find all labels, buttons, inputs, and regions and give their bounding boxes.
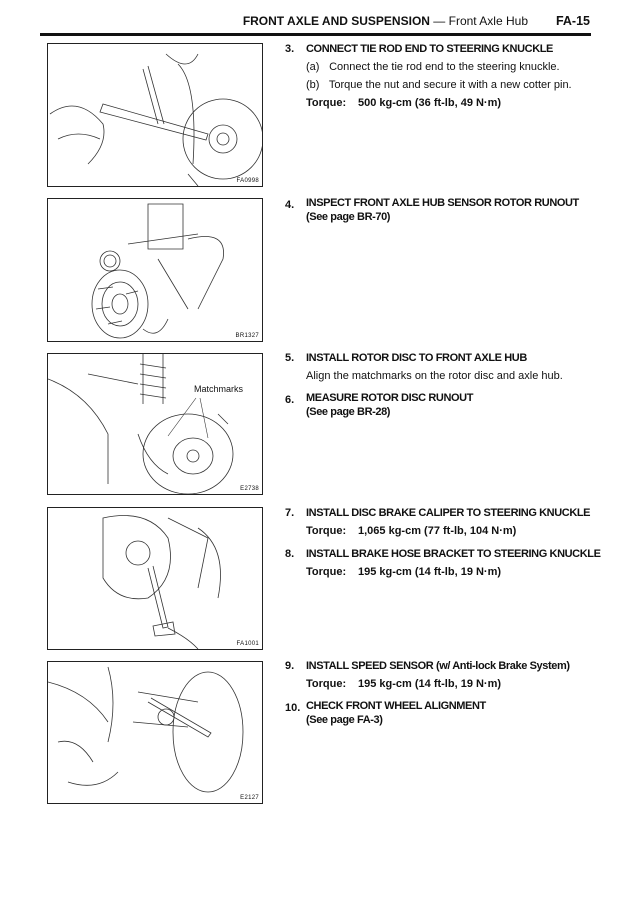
step-title: CHECK FRONT WHEEL ALIGNMENT <box>306 700 486 712</box>
step-title: INSTALL DISC BRAKE CALIPER TO STEERING K… <box>306 507 591 519</box>
header-title: FRONT AXLE AND SUSPENSION — Front Axle H… <box>242 14 528 28</box>
torque-spec: Torque:1,065 kg-cm (77 ft-lb, 104 N·m) <box>306 525 517 537</box>
tie-rod-illustration <box>49 53 262 186</box>
figure-code: BR1327 <box>235 333 259 339</box>
figure-code: FA1001 <box>236 641 259 647</box>
step-title: CONNECT TIE ROD END TO STEERING KNUCKLE <box>306 43 553 55</box>
torque-spec: Torque:195 kg-cm (14 ft-lb, 19 N·m) <box>306 566 502 578</box>
figure-matchmarks: Matchmarks E2738 <box>47 353 263 495</box>
sensor-rotor-illustration <box>91 203 224 339</box>
step-text: Align the matchmarks on the rotor disc a… <box>306 370 563 382</box>
step-3: 3. CONNECT TIE ROD END TO STEERING KNUCK… <box>285 40 635 112</box>
torque-spec: Torque:195 kg-cm (14 ft-lb, 19 N·m) <box>306 678 502 690</box>
step-title: INSTALL SPEED SENSOR (w/ Anti-lock Brake… <box>306 660 570 672</box>
step-10: 10. CHECK FRONT WHEEL ALIGNMENT (See pag… <box>285 699 635 727</box>
figure-code: E2738 <box>240 486 259 492</box>
step-title: MEASURE ROTOR DISC RUNOUT <box>306 392 474 404</box>
step-9: 9. INSTALL SPEED SENSOR (w/ Anti-lock Br… <box>285 657 635 693</box>
step-6: 6. MEASURE ROTOR DISC RUNOUT (See page B… <box>285 391 635 419</box>
step-reference: (See page BR-28) <box>306 406 391 418</box>
substep-a: (a) Connect the tie rod end to the steer… <box>306 61 560 73</box>
step-5: 5. INSTALL ROTOR DISC TO FRONT AXLE HUB … <box>285 349 635 385</box>
step-reference: (See page BR-70) <box>306 211 391 223</box>
header-rule <box>40 33 591 36</box>
figure-code: FA0998 <box>236 178 259 184</box>
step-title: INSTALL BRAKE HOSE BRACKET TO STEERING K… <box>306 548 601 560</box>
step-reference: (See page FA-3) <box>306 714 383 726</box>
figure-code: E2127 <box>240 795 259 801</box>
page-header: FRONT AXLE AND SUSPENSION — Front Axle H… <box>40 10 590 32</box>
step-4: 4. INSPECT FRONT AXLE HUB SENSOR ROTOR R… <box>285 196 635 224</box>
torque-spec: Torque:500 kg-cm (36 ft-lb, 49 N·m) <box>306 97 502 109</box>
figure-tie-rod: FA0998 <box>47 43 263 187</box>
rotor-disc-illustration <box>48 354 234 494</box>
figure-speed-sensor: E2127 <box>47 661 263 804</box>
step-title: INSPECT FRONT AXLE HUB SENSOR ROTOR RUNO… <box>306 197 579 209</box>
matchmarks-label: Matchmarks <box>194 384 244 394</box>
figure-caliper: FA1001 <box>47 507 263 650</box>
page-number: FA-15 <box>555 14 590 28</box>
figure-sensor-rotor: BR1327 <box>47 198 263 342</box>
step-8: 8. INSTALL BRAKE HOSE BRACKET TO STEERIN… <box>285 545 635 581</box>
step-7: 7. INSTALL DISC BRAKE CALIPER TO STEERIN… <box>285 504 635 540</box>
caliper-illustration <box>102 515 221 649</box>
speed-sensor-illustration <box>48 666 244 793</box>
step-title: INSTALL ROTOR DISC TO FRONT AXLE HUB <box>306 352 527 364</box>
substep-b: (b) Torque the nut and secure it with a … <box>306 79 572 91</box>
